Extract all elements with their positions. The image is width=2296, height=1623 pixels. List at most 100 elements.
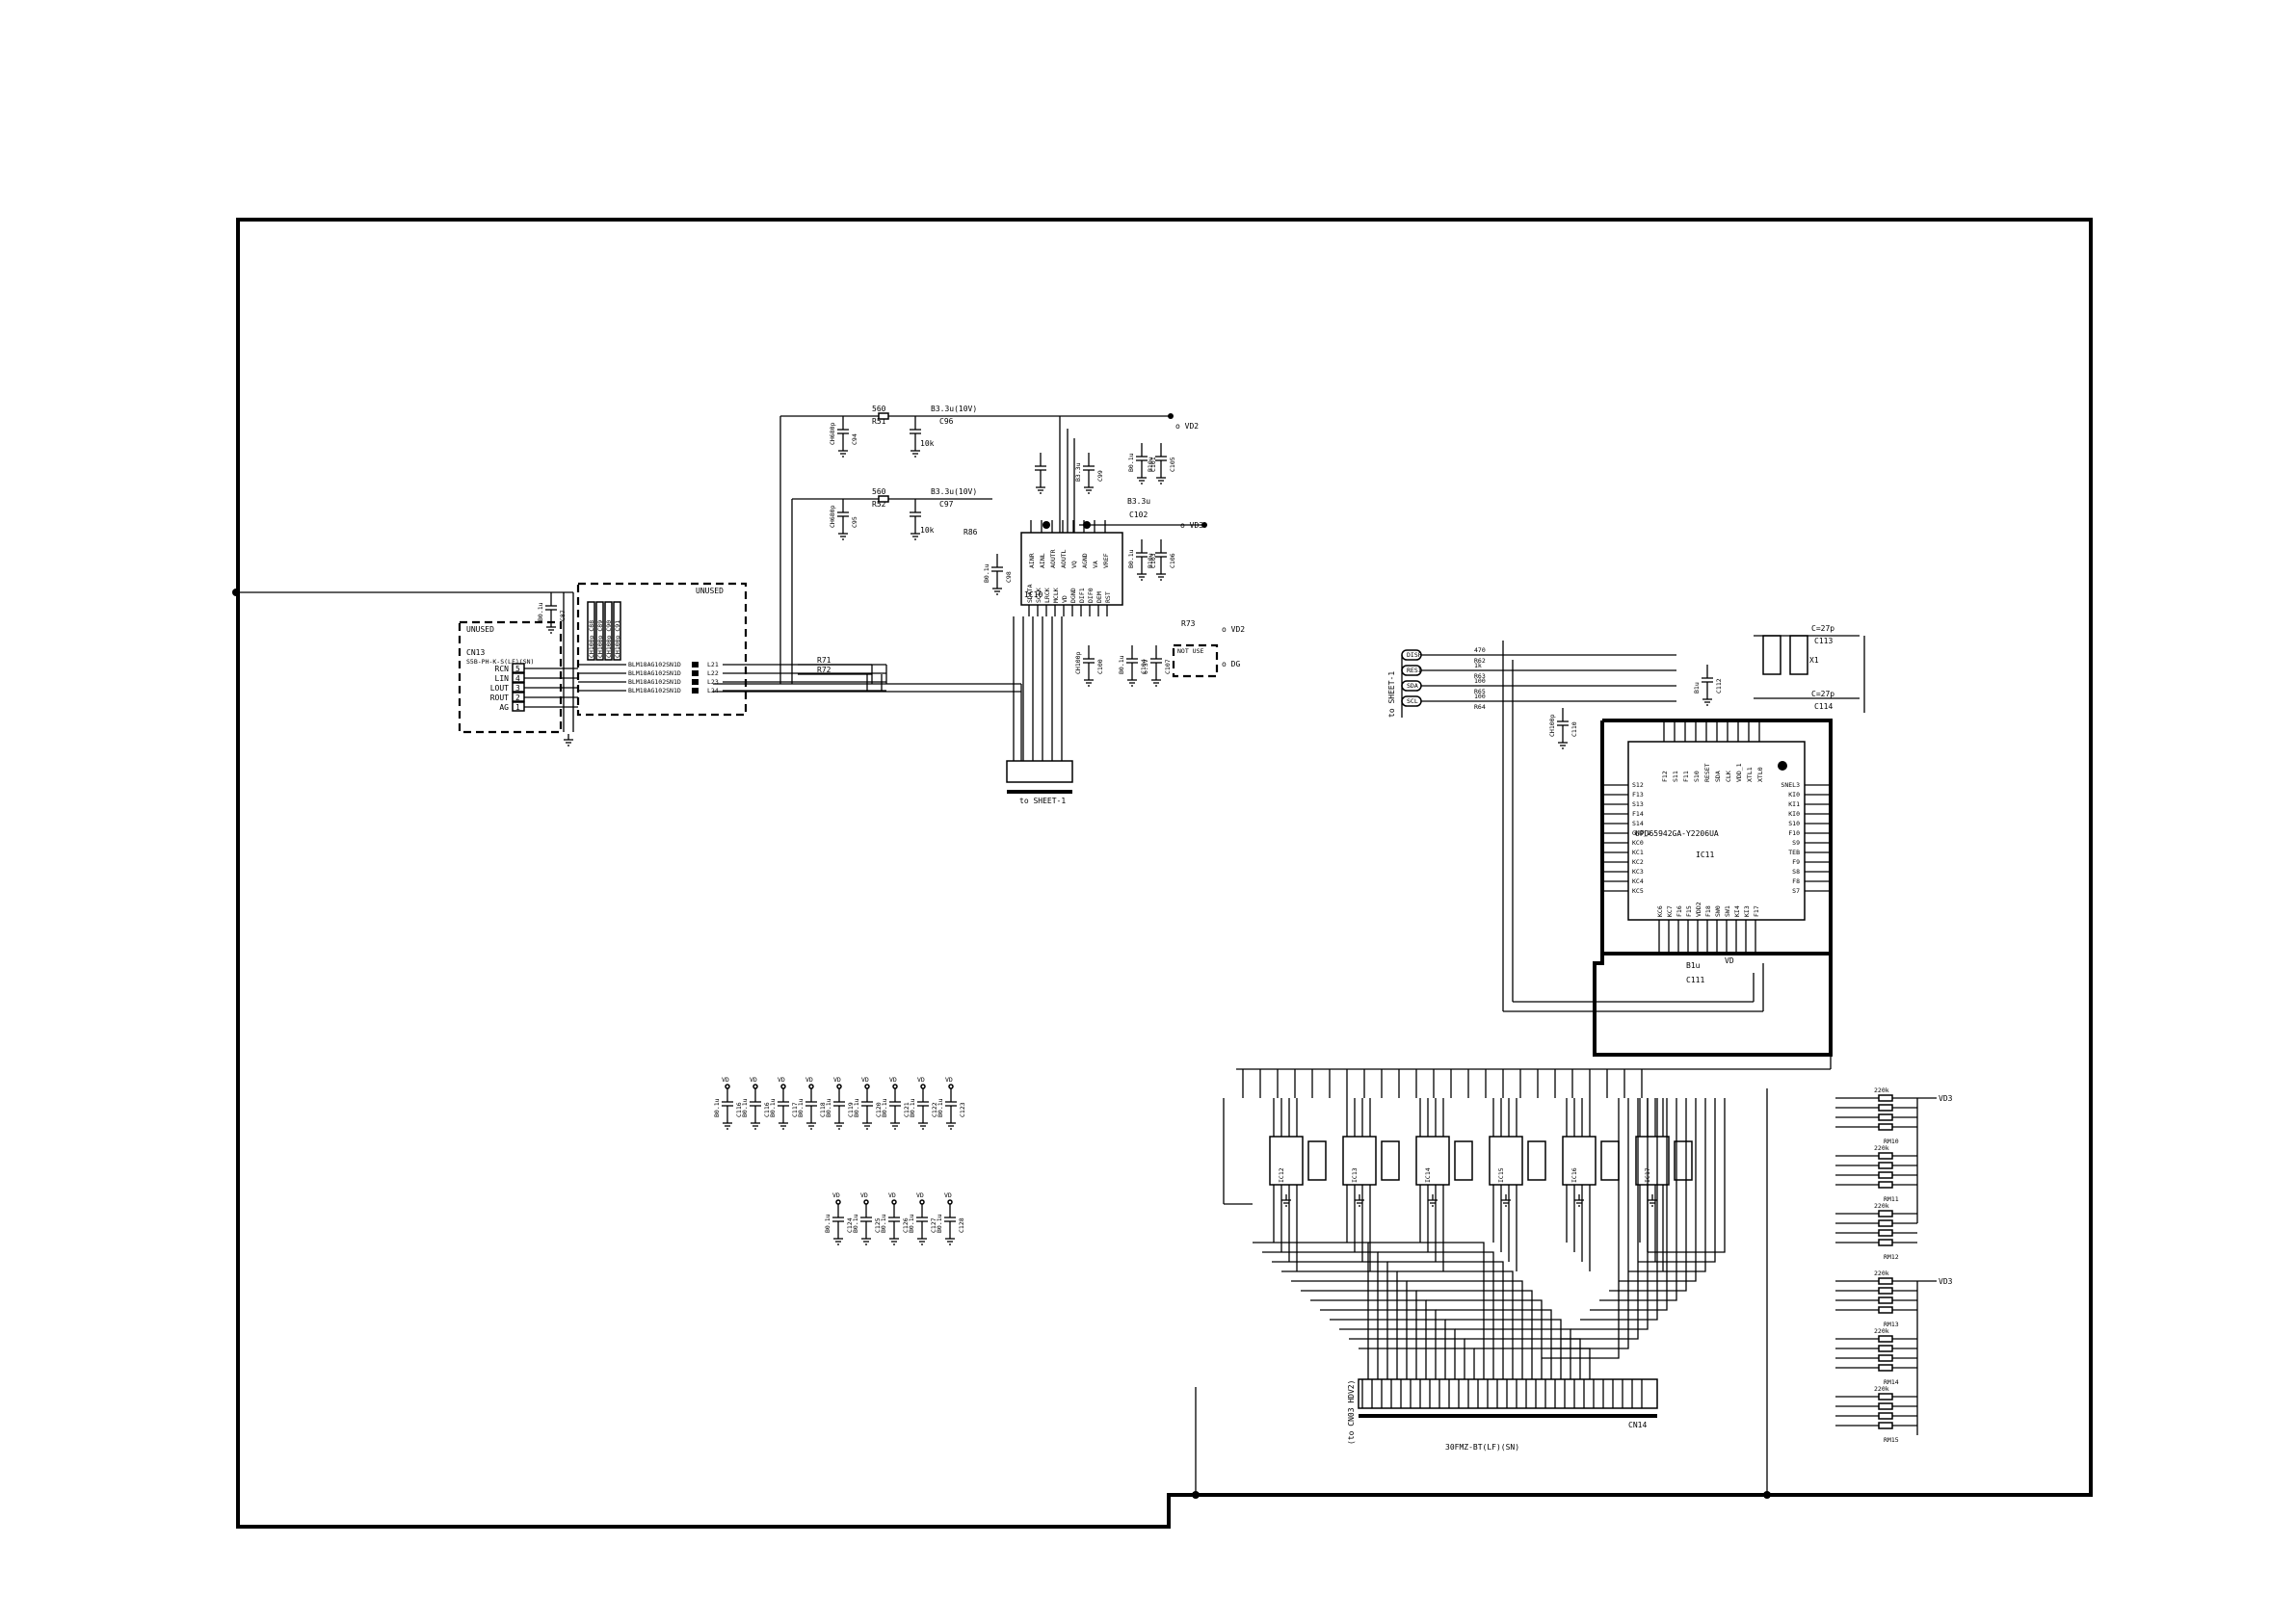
svg-text:560: 560 bbox=[872, 405, 886, 413]
ic11-pin-left: KC0 bbox=[1632, 839, 1644, 847]
capacitor-c105: B10u C105 bbox=[1147, 443, 1176, 484]
codec-pin-left: DIF0 bbox=[1087, 588, 1095, 603]
codec-pin-left: SDATA bbox=[1026, 584, 1034, 603]
svg-text:o DG: o DG bbox=[1222, 660, 1240, 668]
cap-ref: C112 bbox=[1715, 678, 1723, 694]
bypass-net: VD bbox=[805, 1076, 813, 1084]
cn14-connector bbox=[1358, 1378, 1658, 1409]
ic11-block: UPD65942GA-Y2206UA IC11 S12F13S13F14S14G… bbox=[1387, 624, 1865, 1057]
to-sheet1-label-b: to SHEET-1 bbox=[1387, 671, 1396, 718]
cap-value: B0.1u bbox=[825, 1098, 832, 1117]
ic11-pin-top: F11 bbox=[1682, 771, 1690, 782]
cn13-pin-num: 5 bbox=[515, 665, 520, 673]
ic11-pin-bottom: F16 bbox=[1676, 905, 1683, 917]
array-ref: IC14 bbox=[1424, 1167, 1432, 1183]
ic11-pin-bottom: SW1 bbox=[1724, 905, 1731, 917]
cap-value: B10u bbox=[1147, 553, 1154, 568]
net-resistor-ref: R62 bbox=[1474, 657, 1486, 665]
bypass-net: VD bbox=[832, 1191, 840, 1199]
ic11-pin-right: F9 bbox=[1792, 858, 1800, 866]
codec-pin-left: RST bbox=[1104, 591, 1112, 603]
ic11-pin-left: F14 bbox=[1632, 810, 1644, 818]
cn13-pin-num: 3 bbox=[515, 684, 520, 693]
ic11-pin-left: KC3 bbox=[1632, 868, 1644, 876]
vd3-label-b: VD3 bbox=[1939, 1277, 1953, 1286]
cn13-ref: CN13 bbox=[466, 648, 485, 657]
rm-ref: RM15 bbox=[1884, 1436, 1899, 1444]
codec-pin-right: VA bbox=[1092, 561, 1099, 568]
ic11-pin-right: TEB bbox=[1788, 849, 1800, 856]
ferrite-ref: L22 bbox=[707, 669, 719, 677]
ic11-pin-top: VDD_1 bbox=[1735, 763, 1743, 782]
ic11-pin-right: S9 bbox=[1792, 839, 1800, 847]
cap-ref: CH100p C88 bbox=[588, 620, 595, 658]
ic11-pin-right: KI1 bbox=[1788, 800, 1800, 808]
unused-label-right: UNUSED bbox=[696, 587, 724, 595]
ic11-pin-bottom: F17 bbox=[1753, 905, 1760, 917]
cap-value: B10u bbox=[1147, 457, 1154, 472]
cap-value: B0.1u bbox=[1127, 549, 1135, 568]
ic11-pin-right: SNEL3 bbox=[1781, 781, 1800, 789]
cap-value: B0.1u bbox=[824, 1214, 831, 1233]
cap-ref: C118 bbox=[819, 1102, 827, 1117]
cn13-pin-num: 1 bbox=[515, 703, 520, 712]
ic11-pin-left: KC4 bbox=[1632, 877, 1644, 885]
net-name: SCL bbox=[1407, 697, 1418, 705]
cn13-pin-name: ROUT bbox=[490, 694, 509, 702]
ic11-pin-top: XTL1 bbox=[1746, 767, 1754, 782]
svg-text:R86: R86 bbox=[963, 528, 978, 537]
not-use-region bbox=[1172, 643, 1219, 678]
unused-region-right bbox=[576, 582, 748, 717]
array-ref: IC13 bbox=[1351, 1167, 1359, 1183]
cap-value: CH680p bbox=[829, 505, 836, 528]
ic11-pin-left: S12 bbox=[1632, 781, 1644, 789]
net-name: SDA bbox=[1407, 682, 1418, 690]
codec-pin-left: DEM bbox=[1095, 591, 1103, 603]
cn13-pin-num: 2 bbox=[515, 694, 520, 702]
cap-ref: C105 bbox=[1169, 457, 1176, 472]
cap-value: B0.1u bbox=[797, 1098, 805, 1117]
cap-value: B0.1u bbox=[880, 1214, 887, 1233]
cap-ref: C125 bbox=[874, 1217, 882, 1233]
ic11-pin-left: S13 bbox=[1632, 800, 1644, 808]
ic11-pin-right: F10 bbox=[1788, 829, 1800, 837]
rm-value: 220k bbox=[1874, 1202, 1889, 1210]
cap-value: B0.1u bbox=[713, 1098, 721, 1117]
codec-pin-left: DIF1 bbox=[1078, 588, 1086, 603]
cap-ref: C87 bbox=[559, 610, 567, 621]
rm-ref: RM11 bbox=[1884, 1195, 1899, 1203]
cap-value: CH680p bbox=[829, 422, 836, 445]
bypass-net: VD bbox=[860, 1191, 868, 1199]
cap-ref: C101 bbox=[1149, 457, 1157, 472]
net-name: DISP bbox=[1407, 651, 1422, 659]
ic11-pin-bottom: KI3 bbox=[1743, 905, 1751, 917]
ic11-pin-left: GND_2 bbox=[1632, 829, 1651, 837]
codec-pin-right: AINR bbox=[1028, 553, 1036, 568]
ic11-pin-bottom: SW0 bbox=[1714, 905, 1722, 917]
ic11-pin-right: S7 bbox=[1792, 887, 1800, 895]
codec-pin-left: VD bbox=[1061, 595, 1069, 603]
cap-value: CH100p bbox=[1548, 714, 1556, 737]
ic11-pin-right: F8 bbox=[1792, 877, 1800, 885]
net-resistor-ref: R63 bbox=[1474, 672, 1486, 680]
ic11-pin-bottom: VDD2 bbox=[1695, 902, 1702, 917]
ic11-pin-left: S14 bbox=[1632, 820, 1644, 827]
ic11-pin-bottom: KC7 bbox=[1666, 905, 1674, 917]
vd3-top-label: o VD3 bbox=[1180, 521, 1203, 530]
codec-pin-left: MCLK bbox=[1052, 588, 1060, 603]
ferrite-ref: L23 bbox=[707, 678, 719, 686]
